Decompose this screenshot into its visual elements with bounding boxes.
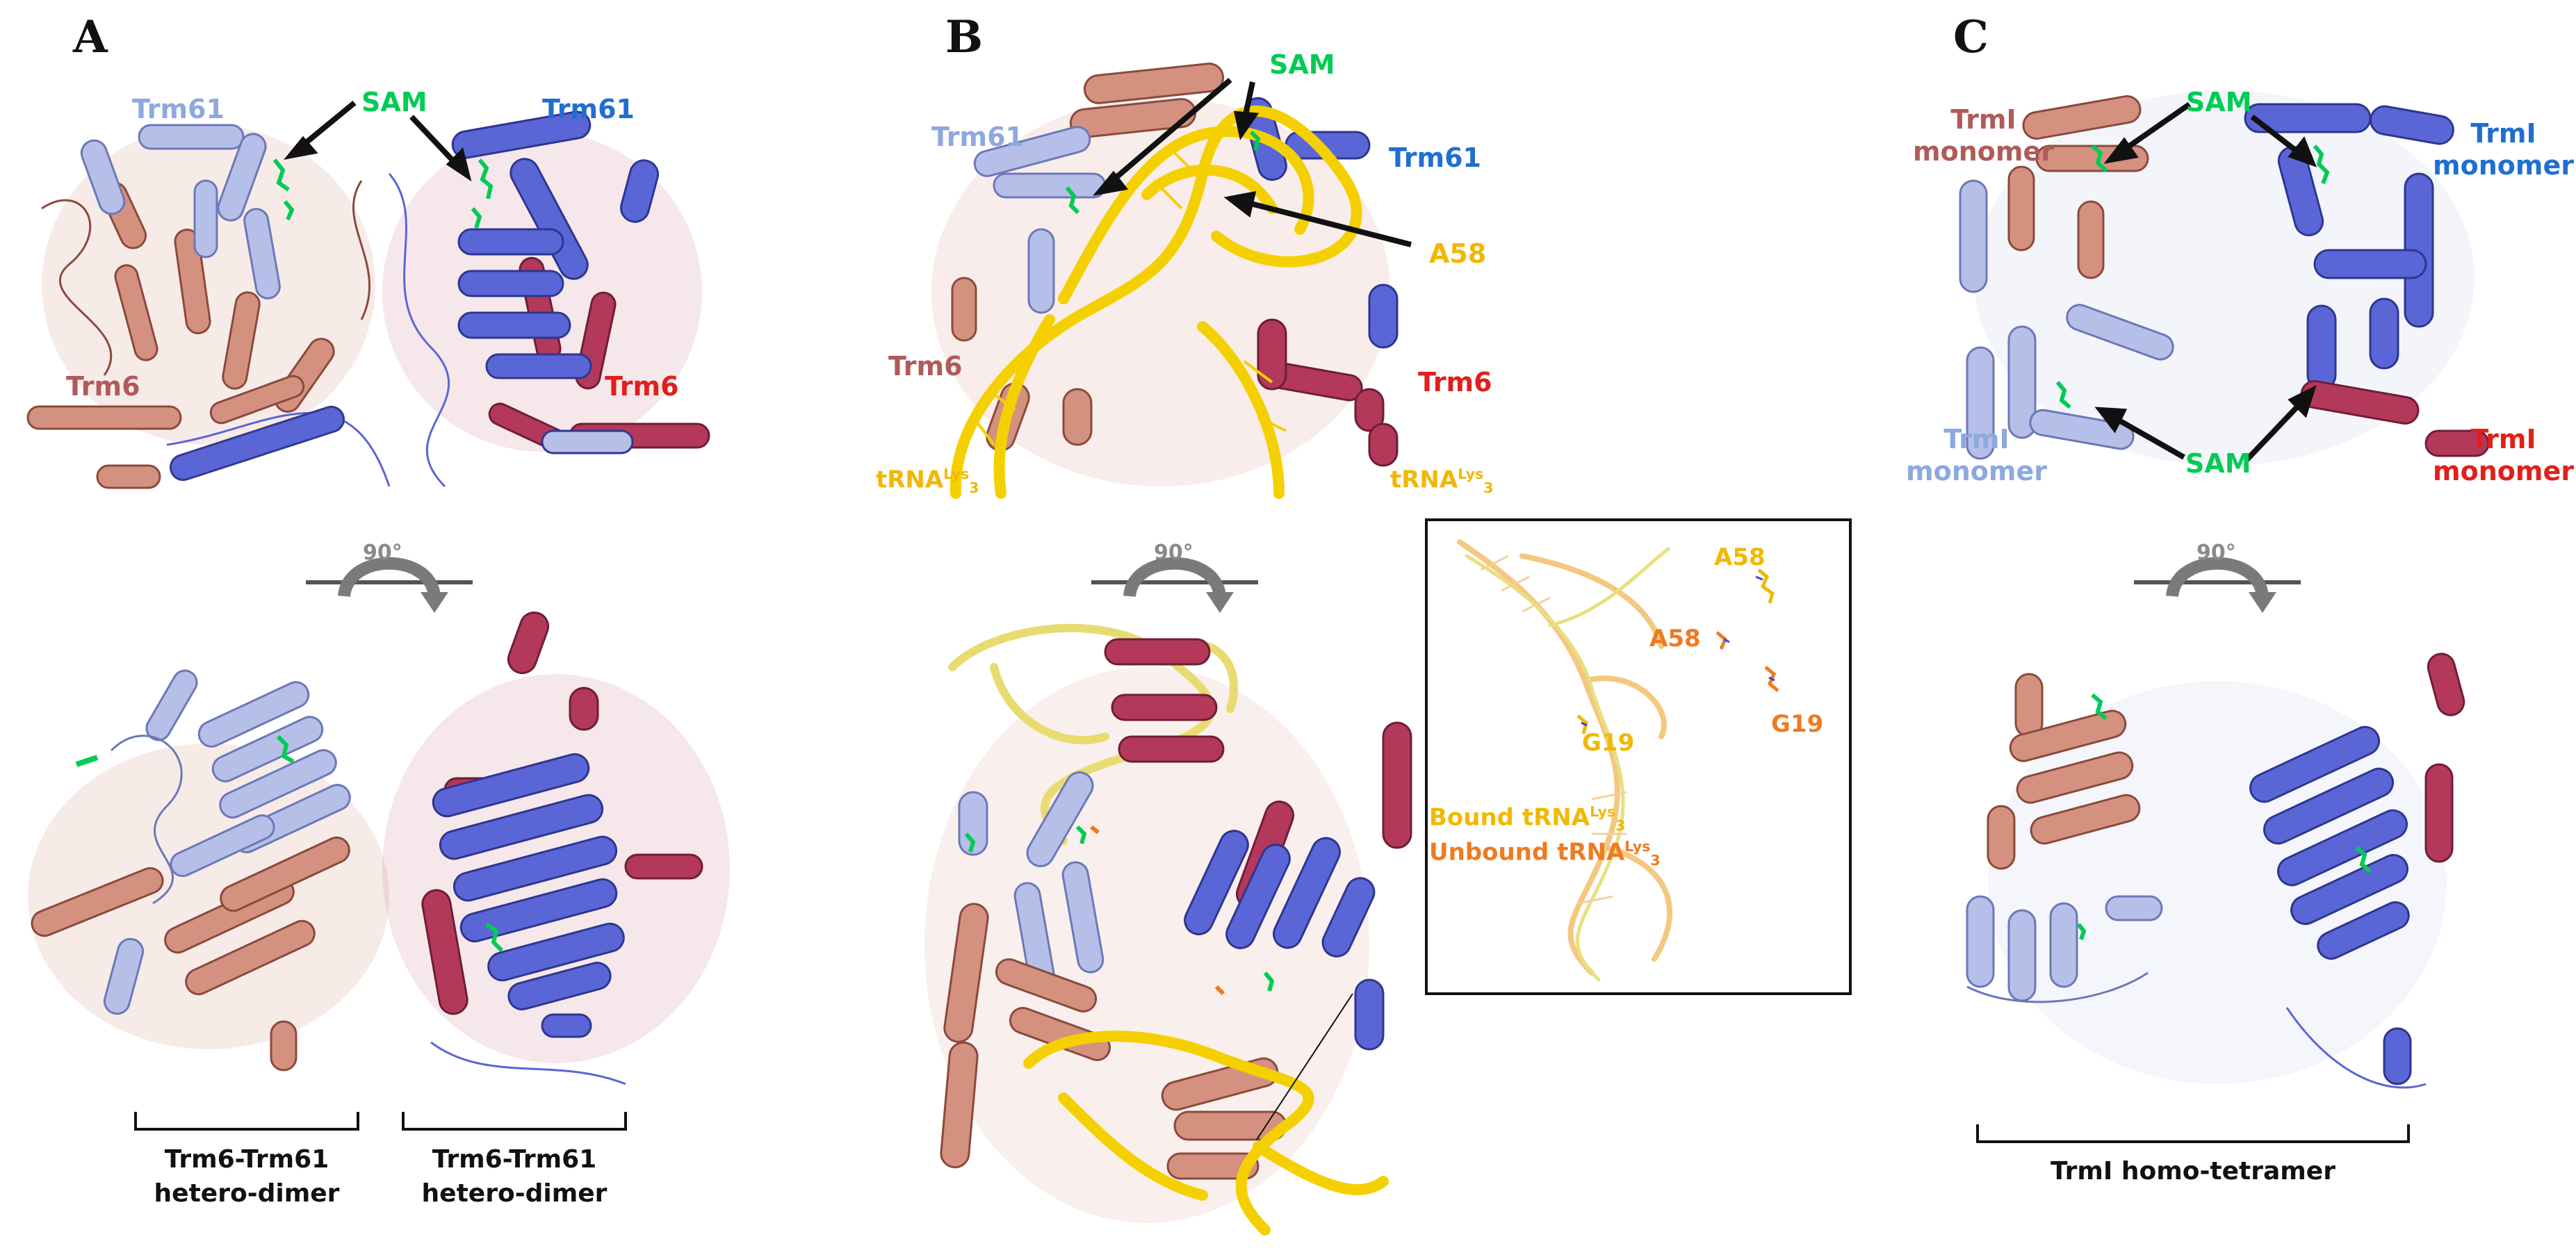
sam-arrows-c xyxy=(2094,101,2317,462)
label-trm61-light: Trm61 xyxy=(132,94,225,124)
label-trm6-red: Trm6 xyxy=(605,371,679,402)
trna-left-sup: Lys xyxy=(943,466,970,482)
caption-dimer-left-line2: hetero-dimer xyxy=(154,1179,340,1208)
trna-overlay-inset xyxy=(1425,518,1852,995)
label-sam-c-bottom: SAM xyxy=(2185,448,2251,479)
panel-a: A xyxy=(0,0,855,1255)
label-trm6-light-b: Trm6 xyxy=(888,351,963,382)
trm6-trm61-trna-complex-top xyxy=(931,63,1399,499)
inset-legend-unbound-sup: Lys xyxy=(1624,838,1651,855)
label-trml-light: TrmI monomer xyxy=(1906,424,2047,487)
inset-legend-bound-prefix: Bound tRNA xyxy=(1429,803,1590,832)
inset-legend-bound: Bound tRNALys3 xyxy=(1429,805,1625,833)
label-trm61-dark: Trm61 xyxy=(542,94,635,124)
inset-legend-unbound-prefix: Unbound tRNA xyxy=(1429,838,1625,867)
rotation-arrow-a xyxy=(306,557,473,613)
label-trml-light-line1: TrmI xyxy=(1943,424,2010,454)
label-a58-b: A58 xyxy=(1429,238,1487,269)
label-trml-blue-line2: monomer xyxy=(2433,149,2574,181)
panel-b-structures xyxy=(924,63,1852,1236)
trm6-trm61-trna-complex-bottom xyxy=(924,623,1412,1236)
caption-dimer-left: Trm6-Trm61 hetero-dimer xyxy=(125,1143,368,1211)
caption-tetramer: TrmI homo-tetramer xyxy=(2051,1157,2335,1186)
rotation-label-c: 90° xyxy=(2196,541,2236,565)
label-trna-right: tRNALys3 xyxy=(1390,467,1493,495)
trm6-trm61-dimer-right-bottom xyxy=(382,612,730,1085)
rotation-arrow-c xyxy=(2134,557,2301,613)
panel-letter-a: A xyxy=(73,11,108,63)
label-trml-brown: TrmI monomer xyxy=(1913,104,2054,167)
label-trml-red-line2: monomer xyxy=(2433,455,2574,486)
trna-right-sub: 3 xyxy=(1483,479,1494,497)
inset-legend-bound-sub: 3 xyxy=(1615,817,1626,835)
label-trml-red: TrmI monomer xyxy=(2433,424,2574,487)
trna-left-sub: 3 xyxy=(969,479,979,497)
label-trml-brown-line2: monomer xyxy=(1913,136,2054,167)
label-trml-light-line2: monomer xyxy=(1906,455,2047,486)
label-sam: SAM xyxy=(361,87,427,117)
inset-legend-bound-sup: Lys xyxy=(1590,803,1616,820)
label-trml-blue-line1: TrmI xyxy=(2470,118,2536,149)
trna-right-base: tRNA xyxy=(1390,466,1458,494)
sam-a58-arrows-b xyxy=(1092,77,1412,247)
trna-left-base: tRNA xyxy=(876,466,944,494)
inset-label-a58-bound: A58 xyxy=(1714,543,1766,571)
trml-tetramer-top xyxy=(1959,90,2490,466)
inset-legend-unbound: Unbound tRNALys3 xyxy=(1429,839,1661,868)
caption-dimer-right-line1: Trm6-Trm61 xyxy=(432,1145,597,1174)
trm6-trm61-dimer-left-bottom xyxy=(28,669,389,1072)
inset-label-g19-bound: G19 xyxy=(1582,729,1635,757)
trm6-trm61-dimer-left-top xyxy=(26,124,391,489)
inset-connector-line xyxy=(1256,993,1353,1140)
trml-tetramer-bottom xyxy=(1966,653,2465,1089)
sam-arrows-a xyxy=(283,100,472,182)
label-trm61-light-b: Trm61 xyxy=(931,122,1024,152)
label-sam-b: SAM xyxy=(1269,49,1335,80)
label-trm6-red-b: Trm6 xyxy=(1418,367,1492,397)
caption-dimer-right: Trm6-Trm61 hetero-dimer xyxy=(393,1143,636,1211)
panel-letter-c: C xyxy=(1953,11,1989,63)
inset-label-a58-unbound: A58 xyxy=(1649,625,1701,653)
caption-dimer-left-line1: Trm6-Trm61 xyxy=(164,1145,329,1174)
label-trml-blue: TrmI monomer xyxy=(2433,118,2574,181)
panel-c: C xyxy=(1898,0,2576,1255)
trna-right-sup: Lys xyxy=(1458,466,1484,482)
rotation-label-a: 90° xyxy=(363,541,402,565)
panel-c-structures xyxy=(1959,90,2490,1143)
label-sam-c-top: SAM xyxy=(2186,87,2252,117)
caption-dimer-right-line2: hetero-dimer xyxy=(421,1179,608,1208)
rotation-label-b: 90° xyxy=(1154,541,1193,565)
panel-letter-b: B xyxy=(945,11,984,63)
inset-legend-unbound-sub: 3 xyxy=(1650,852,1661,869)
label-trm61-dark-b: Trm61 xyxy=(1389,142,1481,173)
tetramer-bracket xyxy=(1976,1124,2410,1143)
inset-label-g19-unbound: G19 xyxy=(1771,710,1824,738)
label-trml-brown-line1: TrmI xyxy=(1950,104,2016,135)
rotation-arrow-b xyxy=(1091,557,1258,613)
label-trna-left: tRNALys3 xyxy=(876,467,979,495)
dimer-brackets xyxy=(134,1112,627,1131)
panel-a-structures xyxy=(26,100,730,1131)
label-trml-red-line1: TrmI xyxy=(2470,424,2536,454)
panel-b: B xyxy=(855,0,1898,1255)
trm6-trm61-dimer-right-top xyxy=(382,110,710,488)
label-trm6-light: Trm6 xyxy=(66,371,140,402)
